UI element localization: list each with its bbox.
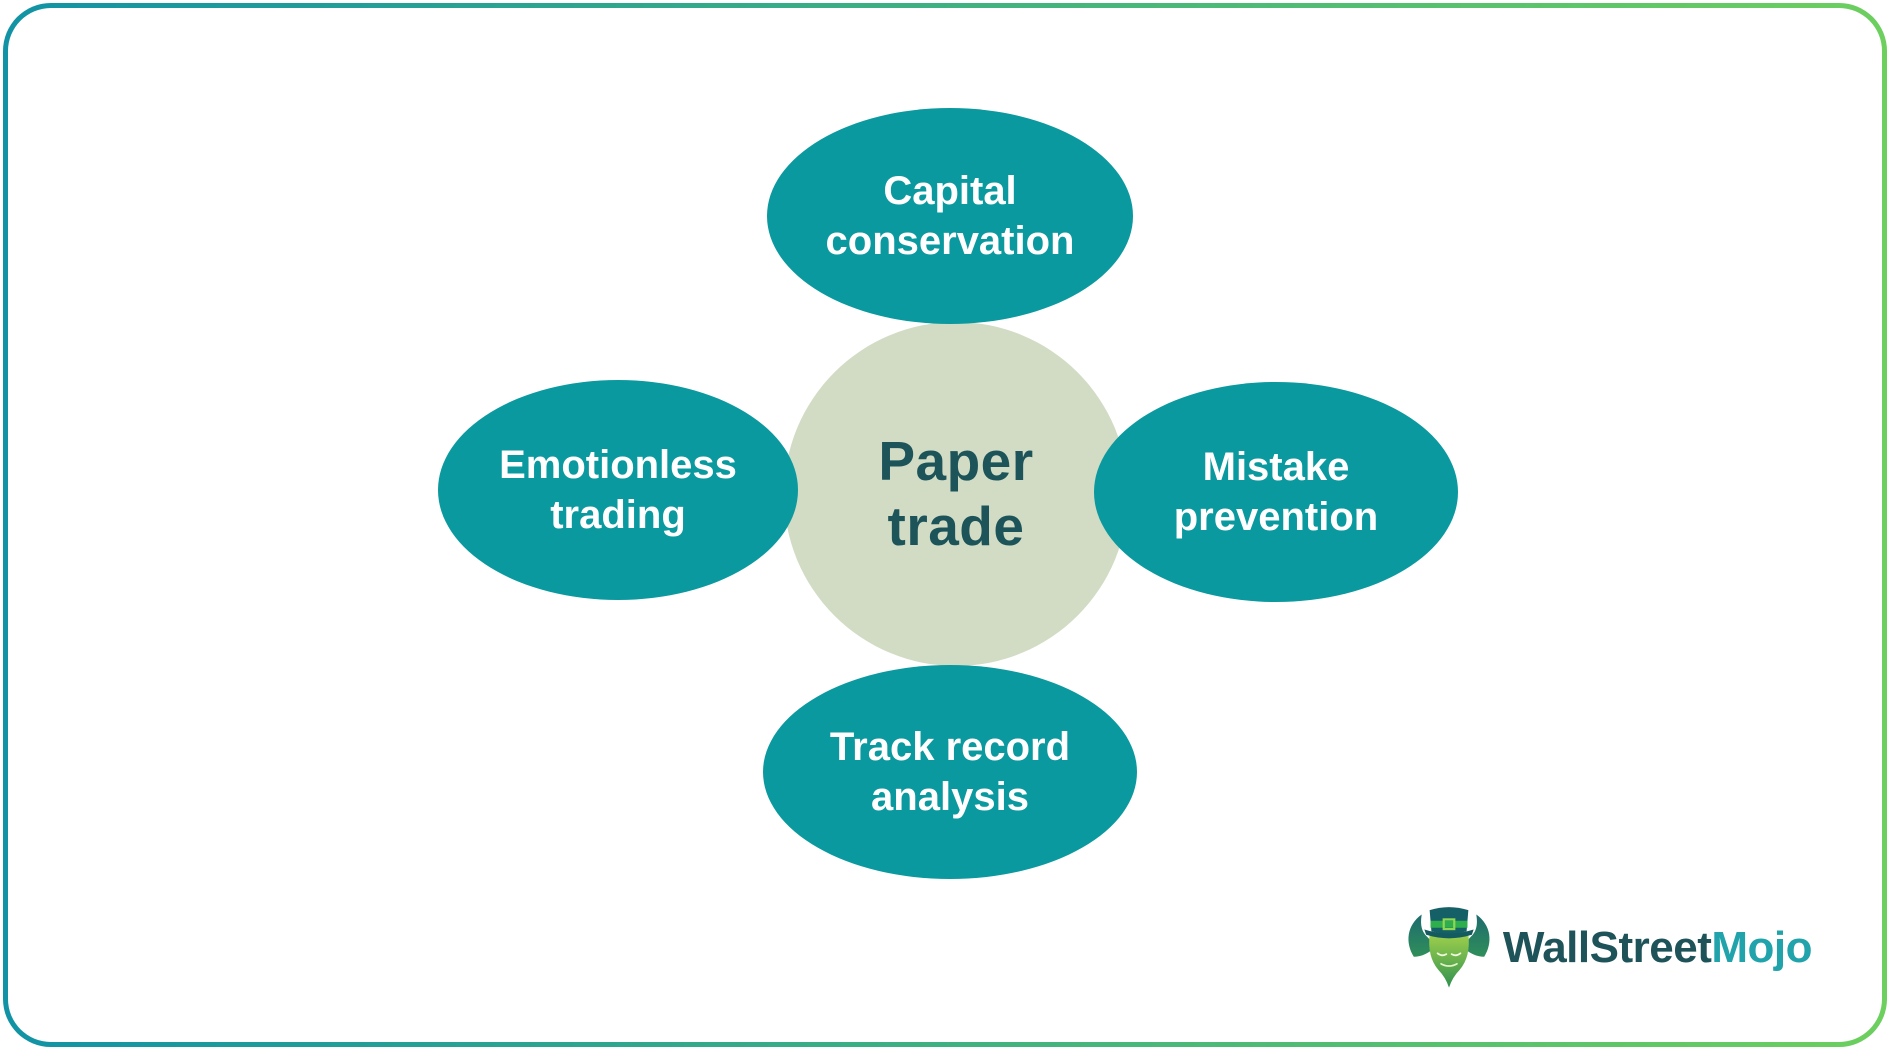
node-track-record-analysis: Track record analysis bbox=[763, 665, 1137, 879]
center-node-label: Paper trade bbox=[878, 430, 1034, 557]
wallstreetmojo-logo: WallStreetMojo bbox=[1405, 902, 1812, 994]
node-label: Mistake prevention bbox=[1173, 444, 1379, 539]
node-label: Emotionless trading bbox=[499, 442, 737, 537]
bull-mascot-icon bbox=[1408, 907, 1490, 988]
node-mistake-prevention: Mistake prevention bbox=[1094, 382, 1458, 602]
node-label: Capital conservation bbox=[825, 168, 1075, 263]
node-label: Track record analysis bbox=[829, 724, 1071, 819]
center-node-paper-trade: Paper trade bbox=[784, 322, 1128, 666]
logo-wordmark: WallStreetMojo bbox=[1502, 923, 1813, 973]
node-emotionless-trading: Emotionless trading bbox=[438, 380, 798, 600]
logo-text-mojo: Mojo bbox=[1711, 923, 1812, 972]
logo-text-wallstreet: WallStreet bbox=[1502, 923, 1712, 972]
node-capital-conservation: Capital conservation bbox=[767, 108, 1133, 324]
